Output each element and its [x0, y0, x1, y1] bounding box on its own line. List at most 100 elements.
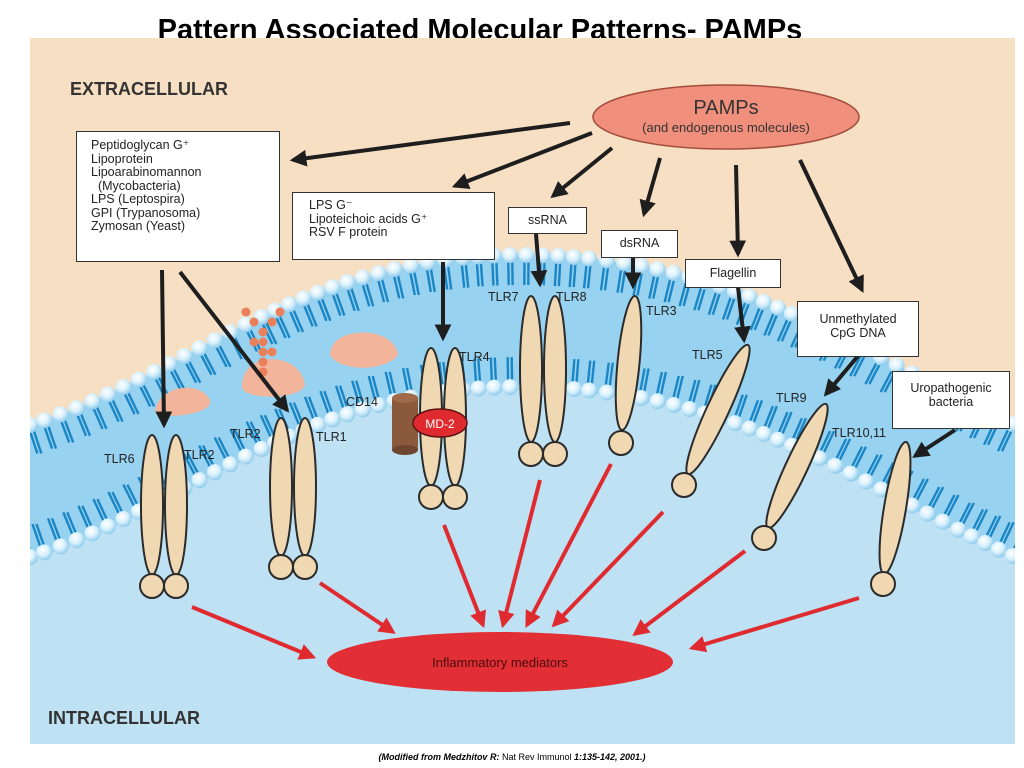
citation-details: 1:135-142, 2001.) — [573, 752, 646, 762]
cpg-line: Unmethylated — [819, 312, 897, 326]
glycan-bead — [267, 317, 277, 327]
membrane-protein — [330, 332, 398, 368]
tlr5-label: TLR5 — [692, 348, 723, 362]
lipid-head — [741, 420, 758, 437]
tlr4-label: TLR4 — [459, 350, 490, 364]
glycan-bead — [258, 347, 268, 357]
tlr2-receptor — [163, 434, 189, 599]
glycan-bead — [241, 307, 251, 317]
tlr10-11-label: TLR10,11 — [832, 426, 886, 440]
lipid-head — [222, 324, 239, 341]
lipid-head — [783, 305, 800, 322]
membrane-protein — [241, 359, 305, 397]
tlr1-label: TLR1 — [316, 430, 347, 444]
lipid-head — [550, 248, 567, 265]
lipid-head — [566, 381, 583, 398]
lipid-head — [339, 406, 356, 423]
lipid-tail — [19, 528, 28, 557]
lipid-head — [769, 299, 786, 316]
lipid-head — [145, 363, 162, 380]
tlr8-receptor — [542, 295, 568, 467]
lipid-head — [502, 247, 519, 264]
md2-label: MD-2 — [425, 417, 455, 431]
ssrna-box: ssRNA — [508, 207, 587, 234]
pamps-title: PAMPs — [693, 97, 758, 119]
lipid-head — [222, 456, 239, 473]
lipid-head — [470, 380, 487, 397]
lipid-head — [741, 288, 758, 305]
uropathogenic-box: Uropathogenic bacteria — [892, 371, 1010, 429]
lipid-head — [566, 249, 583, 266]
tlr2-label-left: TLR2 — [184, 448, 215, 462]
lipid-head — [649, 393, 666, 410]
citation-journal: Nat Rev Immunol — [499, 752, 574, 762]
lipid-tail — [1013, 552, 1015, 557]
glycan-bead — [249, 337, 259, 347]
lipid-head — [68, 400, 85, 417]
lipid-head — [68, 532, 85, 549]
lipid-head — [649, 261, 666, 278]
lipid-head — [873, 481, 890, 498]
lipid-head — [977, 535, 994, 552]
citation-prefix: (Modified from Medzhitov R: — [378, 752, 500, 762]
ligand-item: LPS G⁻ — [309, 198, 353, 212]
lipid-head — [857, 473, 874, 490]
lipid-head — [616, 255, 633, 272]
ligand-item: LPS (Leptospira) — [91, 192, 185, 206]
lipid-head — [826, 457, 843, 474]
lipid-head — [100, 386, 117, 403]
lipid-head — [206, 464, 223, 481]
pamps-ellipse — [592, 84, 860, 150]
lipid-head — [237, 448, 254, 465]
ligand-item: RSV F protein — [309, 225, 388, 239]
glycan-chain — [241, 307, 285, 377]
lipid-head — [990, 541, 1007, 558]
glycan-bead — [258, 357, 268, 367]
lipid-head — [52, 538, 69, 555]
tlr1-receptor — [292, 417, 318, 580]
cpg-dna-box: Unmethylated CpG DNA — [797, 301, 919, 357]
glycan-bead — [258, 337, 268, 347]
lipid-head — [191, 472, 208, 489]
lipid-head — [370, 397, 387, 414]
ligand-item: Lipoprotein — [91, 151, 153, 166]
lipid-head — [518, 247, 535, 264]
tlr2-label-right: TLR2 — [230, 427, 261, 441]
tlr8-label: TLR8 — [556, 290, 587, 304]
lipid-head — [402, 257, 419, 274]
lipid-head — [370, 265, 387, 282]
lipid-head — [386, 261, 403, 278]
inflammatory-mediators-ellipse — [327, 632, 673, 692]
ligand-item: Peptidoglycan G⁺ — [91, 138, 190, 152]
citation: (Modified from Medzhitov R: Nat Rev Immu… — [0, 752, 1024, 762]
lipid-head — [115, 379, 132, 396]
tlr9-label: TLR9 — [776, 391, 807, 405]
lipid-head — [295, 290, 312, 307]
lipid-head — [963, 528, 980, 545]
lipid-head — [36, 412, 53, 429]
tlr3-label: TLR3 — [646, 304, 677, 318]
lipid-head — [486, 379, 503, 396]
uropathogenic-line: Uropathogenic — [910, 381, 992, 395]
lipid-head — [100, 518, 117, 535]
lipid-head — [842, 465, 859, 482]
lipid-head — [726, 415, 743, 432]
md2-protein — [412, 408, 468, 438]
tlr4-ligand-box: LPS G⁻ Lipoteichoic acids G⁺ RSV F prote… — [292, 192, 495, 260]
lipid-head — [84, 525, 101, 542]
lipid-head — [324, 279, 341, 296]
ligand-item: Zymosan (Yeast) — [91, 219, 186, 233]
tlr2-ligand-box: Peptidoglycan G⁺ Lipoprotein Lipoarabino… — [76, 131, 280, 262]
tlr5-receptor — [671, 343, 751, 498]
pamps-subtitle: (and endogenous molecules) — [642, 120, 810, 135]
lipid-head — [581, 382, 598, 399]
lipid-tail — [30, 427, 39, 454]
cpg-line: CpG DNA — [830, 325, 886, 340]
lipid-head — [934, 513, 951, 530]
lipid-head — [665, 264, 682, 281]
glycan-bead — [249, 317, 259, 327]
flagellin-box: Flagellin — [685, 259, 781, 288]
lipid-head — [769, 431, 786, 448]
lipid-head — [176, 348, 193, 365]
tlr9-receptor — [751, 402, 829, 551]
